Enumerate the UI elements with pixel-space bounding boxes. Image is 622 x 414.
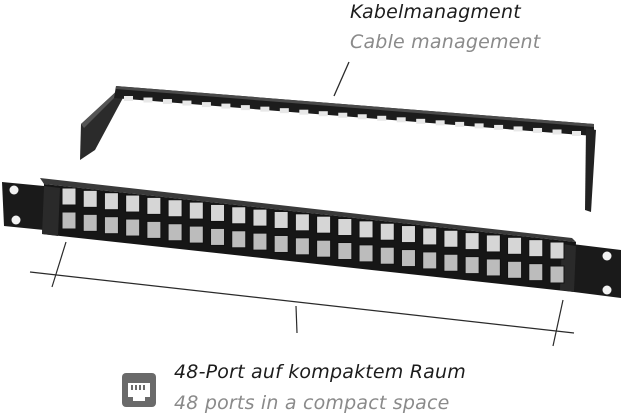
- port-slot: [379, 222, 395, 241]
- patch-panel: [2, 178, 621, 298]
- port-slot: [443, 229, 459, 248]
- cable-slot: [494, 124, 504, 130]
- port-slot: [316, 215, 332, 234]
- port-slot: [294, 213, 310, 232]
- port-slot: [549, 265, 565, 284]
- port-slots: [61, 187, 565, 284]
- dimension-lines: [29, 241, 575, 347]
- cable-slot: [201, 102, 211, 108]
- cable-slot: [357, 114, 367, 120]
- mount-hole: [9, 185, 19, 195]
- port-slot: [379, 246, 395, 265]
- cable-slot: [533, 127, 543, 133]
- port-slot: [528, 239, 544, 258]
- port-slot: [464, 256, 480, 275]
- port-slot: [61, 187, 77, 206]
- port-slot: [422, 251, 438, 270]
- port-slot: [103, 192, 119, 211]
- cable-slot: [318, 111, 328, 117]
- port-slot: [125, 218, 141, 237]
- port-slot: [125, 194, 141, 213]
- port-slot: [61, 211, 77, 230]
- port-slot: [422, 227, 438, 246]
- port-slot: [82, 213, 98, 232]
- mount-hole: [11, 215, 21, 225]
- port-slot: [273, 234, 289, 253]
- cable-slot: [240, 105, 250, 111]
- cable-slot: [182, 100, 192, 106]
- cable-slot: [299, 109, 309, 115]
- cable-management-label-en: Cable management: [350, 31, 541, 53]
- port-slot: [549, 241, 565, 260]
- port-slot: [528, 263, 544, 282]
- port-slot: [485, 258, 501, 277]
- cable-slot: [455, 121, 465, 127]
- mount-hole: [602, 285, 612, 295]
- ports-label-en: 48 ports in a compact space: [174, 392, 450, 414]
- cable-slot: [221, 103, 231, 109]
- cable-leader-line: [333, 61, 350, 97]
- cable-slot: [338, 112, 348, 118]
- port-slot: [252, 232, 268, 251]
- port-slot: [210, 203, 226, 222]
- cable-slot: [474, 123, 484, 129]
- port-slot: [82, 189, 98, 208]
- port-slot: [273, 210, 289, 229]
- port-slot: [337, 218, 353, 237]
- port-slot: [400, 249, 416, 268]
- port-slot: [316, 239, 332, 258]
- port-slot: [146, 196, 162, 215]
- cable-management-label-de: Kabelmanagment: [350, 1, 521, 23]
- cable-slot: [377, 115, 387, 121]
- ports-label-de: 48-Port auf kompaktem Raum: [174, 361, 466, 383]
- cable-slot: [162, 99, 172, 105]
- port-slot: [485, 234, 501, 253]
- cable-slot: [124, 96, 133, 101]
- port-slot: [507, 260, 523, 279]
- cable-slot: [435, 120, 445, 126]
- port-slot: [443, 253, 459, 272]
- cable-slot: [572, 131, 581, 136]
- cable-bar-slots: [124, 96, 581, 136]
- port-slot: [146, 220, 162, 239]
- port-slot: [337, 242, 353, 261]
- cable-slot: [513, 126, 523, 132]
- cable-slot: [260, 106, 270, 112]
- port-slot: [464, 232, 480, 251]
- cable-slot: [396, 117, 406, 123]
- port-slot: [210, 227, 226, 246]
- cable-slot: [143, 97, 153, 103]
- port-slot: [167, 199, 183, 218]
- port-slot: [252, 208, 268, 227]
- ethernet-port-icon: [122, 373, 156, 407]
- port-slot: [188, 225, 204, 244]
- port-slot: [103, 216, 119, 235]
- cable-slot: [416, 118, 426, 124]
- port-slot: [507, 236, 523, 255]
- port-slot: [231, 206, 247, 225]
- port-slot: [358, 244, 374, 263]
- cable-management-bar: [80, 86, 596, 212]
- port-slot: [400, 225, 416, 244]
- cable-slot: [552, 129, 562, 135]
- mount-hole: [602, 251, 612, 261]
- cable-slot: [279, 108, 289, 114]
- port-slot: [358, 220, 374, 239]
- port-slot: [188, 201, 204, 220]
- port-slot: [294, 237, 310, 256]
- port-slot: [167, 223, 183, 242]
- port-slot: [231, 230, 247, 249]
